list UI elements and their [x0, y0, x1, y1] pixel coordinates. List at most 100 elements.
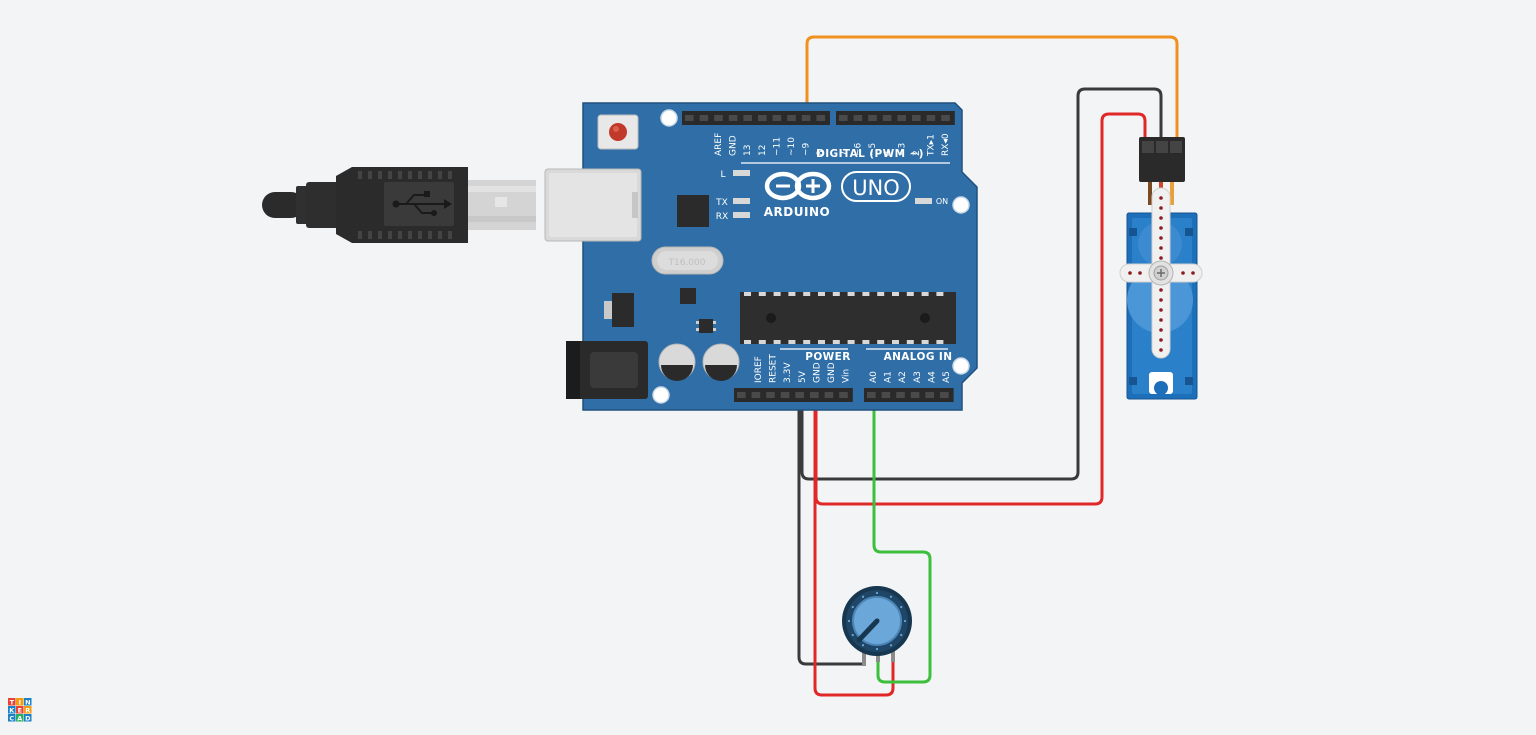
tx-led-label: TX	[715, 198, 728, 208]
on-led	[915, 198, 932, 204]
horn-hole	[1159, 236, 1163, 240]
chip-pin	[744, 292, 751, 296]
horn-hole	[1191, 271, 1195, 275]
header-socket[interactable]	[780, 392, 790, 398]
header-socket[interactable]	[912, 115, 921, 121]
usb-cable-collar	[306, 182, 340, 228]
header-socket[interactable]	[758, 115, 767, 121]
pot-power-wire[interactable]	[813, 395, 895, 697]
power-label: POWER	[805, 351, 850, 363]
reset-button[interactable]	[597, 114, 639, 150]
chip-pin	[818, 340, 825, 344]
header-socket[interactable]	[816, 115, 825, 121]
small-transistor	[696, 319, 716, 333]
header-socket[interactable]	[795, 392, 804, 398]
analog-pin-label: A1	[884, 371, 894, 383]
usb-jack	[544, 168, 642, 242]
header-socket[interactable]	[882, 115, 892, 121]
header-socket[interactable]	[714, 115, 723, 121]
pot-tick	[889, 595, 893, 598]
digital-pin-label: ~3	[897, 143, 907, 156]
usb-cable[interactable]	[262, 167, 536, 243]
pot-pointer	[856, 618, 880, 643]
header-socket[interactable]	[772, 115, 782, 121]
chip-pin	[758, 292, 766, 296]
chip-pin	[906, 340, 914, 344]
header-socket[interactable]	[897, 115, 906, 121]
potentiometer[interactable]	[842, 586, 912, 666]
analog-in-label: ANALOG IN	[884, 351, 953, 363]
horn-hole	[1159, 288, 1163, 292]
header-socket[interactable]	[881, 392, 891, 398]
header-socket[interactable]	[751, 392, 761, 398]
micro-servo[interactable]	[1119, 137, 1203, 400]
wires	[797, 35, 1179, 697]
header-socket[interactable]	[896, 392, 905, 398]
digital-pin-label: 4	[883, 150, 893, 156]
header-socket[interactable]	[699, 115, 709, 121]
arduino-uno-board[interactable]: T16.000 L TX RX ON	[544, 102, 978, 411]
horn-hole	[1128, 271, 1132, 275]
analog-pin-label: A2	[898, 371, 908, 383]
l-led	[733, 170, 750, 176]
chip-pin	[773, 292, 781, 296]
header-socket[interactable]	[839, 392, 848, 398]
header-socket[interactable]	[728, 115, 738, 121]
servo-power-wire[interactable]	[814, 112, 1147, 506]
header-socket[interactable]	[824, 392, 834, 398]
capacitor	[658, 343, 696, 381]
chip-pin	[862, 292, 870, 296]
header-socket[interactable]	[941, 115, 950, 121]
header-socket[interactable]	[867, 392, 876, 398]
logo-letter: A	[17, 714, 22, 722]
header-socket[interactable]	[801, 115, 811, 121]
logo-letter: E	[18, 706, 22, 714]
pot-signal-wire[interactable]	[872, 395, 932, 684]
horn-hole	[1159, 348, 1163, 352]
servo-ground-wire[interactable]	[800, 87, 1163, 481]
header-socket[interactable]	[910, 392, 920, 398]
chip-pin	[788, 292, 796, 296]
usb-plug-grip	[358, 171, 452, 239]
power-pin-label: GND	[827, 362, 837, 383]
chip-pin	[773, 340, 781, 344]
signal-wire[interactable]	[805, 35, 1179, 142]
uno-label: UNO	[852, 176, 900, 200]
chip-pin	[788, 340, 796, 344]
arduino-wordmark: ARDUINO	[764, 205, 830, 219]
header-socket[interactable]	[737, 392, 746, 398]
chip-pin	[906, 292, 914, 296]
header-socket[interactable]	[810, 392, 819, 398]
header-socket[interactable]	[839, 115, 848, 121]
header-socket[interactable]	[940, 392, 949, 398]
digital-pin-label: ~9	[802, 142, 812, 156]
chip-pin	[758, 340, 766, 344]
power-pin-label: 5V	[798, 370, 808, 383]
digital-pin-label: ~5	[868, 143, 878, 156]
logo-letter: I	[19, 698, 21, 706]
on-led-label: ON	[936, 197, 948, 206]
header-socket[interactable]	[868, 115, 877, 121]
header-socket[interactable]	[925, 392, 934, 398]
logo-tile	[8, 698, 16, 706]
pot-tick	[847, 619, 851, 623]
header-socket[interactable]	[926, 115, 936, 121]
header-socket[interactable]	[743, 115, 752, 121]
digital-pin-label: ~11	[772, 137, 782, 156]
header-socket[interactable]	[766, 392, 775, 398]
horn-hole	[1159, 328, 1163, 332]
chip-pin	[832, 292, 840, 296]
header-socket[interactable]	[853, 115, 863, 121]
chip-pin	[877, 292, 885, 296]
header-socket[interactable]	[787, 115, 796, 121]
pot-ground-wire[interactable]	[797, 395, 866, 666]
usb-symbol-icon	[392, 191, 452, 216]
digital-pin-label: 8	[816, 150, 826, 156]
horn-hole	[1159, 206, 1163, 210]
servo-horn[interactable]	[1119, 187, 1203, 359]
header-socket[interactable]	[685, 115, 694, 121]
logo-letter: D	[25, 714, 31, 722]
